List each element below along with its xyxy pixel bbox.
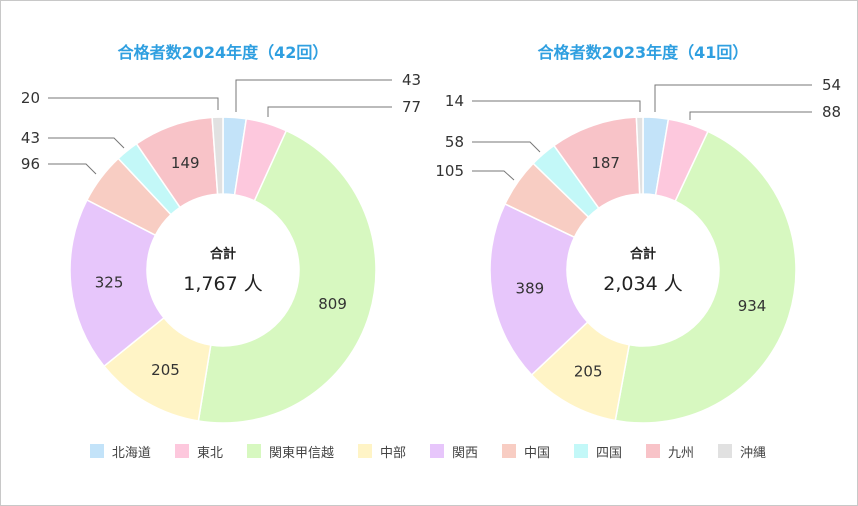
legend-swatch <box>174 444 189 458</box>
legend-item: 中国 <box>502 442 550 461</box>
legend-swatch <box>89 444 104 458</box>
data-label: 54 <box>822 76 841 94</box>
slice-関西 <box>69 198 165 368</box>
data-label: 96 <box>21 155 40 173</box>
data-label: 105 <box>435 162 464 180</box>
center-label: 合計 <box>630 246 656 262</box>
donut-chart-2: 合格者数2023年度（41回） 54 88 934 205 389 105 58 187 14 合計… <box>435 43 841 424</box>
legend-item: 中部 <box>357 442 406 461</box>
data-label: 809 <box>318 295 347 313</box>
legend-label: 中国 <box>524 445 551 461</box>
slice-関東甲信越 <box>614 130 797 424</box>
chart-title: 合格者数2024年度（42回） <box>118 43 329 62</box>
legend-swatch <box>246 444 261 458</box>
legend-item: 北海道 <box>89 442 151 461</box>
charts-svg: 合格者数2024年度（42回） 43 77 809 205 325 96 43 149 20 合計 1… <box>21 43 841 424</box>
slice-沖縄 <box>211 116 224 195</box>
legend-item: 沖縄 <box>718 442 766 461</box>
legend-item: 関西 <box>429 442 478 461</box>
leader-line <box>654 84 812 112</box>
legend-label: 関東甲信越 <box>268 445 334 461</box>
data-label: 149 <box>171 154 200 172</box>
legend-swatch <box>574 444 589 458</box>
leader-line <box>472 170 515 181</box>
data-label: 20 <box>21 89 40 107</box>
legend-swatch <box>718 444 733 458</box>
data-label: 205 <box>574 363 603 381</box>
donut-chart-1: 合格者数2024年度（42回） 43 77 809 205 325 96 43 149 20 合計 1… <box>21 43 421 424</box>
chart-title: 合格者数2023年度（41回） <box>538 43 749 62</box>
legend-label: 中部 <box>379 445 406 461</box>
leader-line <box>689 111 812 120</box>
leader-line <box>235 79 392 112</box>
data-label: 205 <box>151 361 180 379</box>
leader-line <box>48 163 97 175</box>
data-label: 389 <box>516 280 545 298</box>
slice-関東甲信越 <box>197 129 377 424</box>
legend-label: 関西 <box>451 445 478 461</box>
legend-item: 東北 <box>174 442 223 461</box>
legend-swatch <box>502 444 516 458</box>
slice-沖縄 <box>635 116 644 195</box>
center-total: 2,034 人 <box>603 273 682 295</box>
data-label: 325 <box>95 274 124 292</box>
legend-swatch <box>429 444 444 458</box>
legend-item: 九州 <box>646 442 694 461</box>
legend-item: 関東甲信越 <box>246 442 334 461</box>
leader-line <box>48 97 219 110</box>
data-label: 934 <box>738 297 767 315</box>
leader-line <box>48 137 125 149</box>
legend-swatch <box>357 444 372 458</box>
legend-label: 四国 <box>596 445 623 461</box>
legend-label: 九州 <box>668 445 695 461</box>
data-label: 43 <box>21 129 40 147</box>
slice-関西 <box>489 202 589 376</box>
legend: 北海道 東北 関東甲信越 中部 関西 中国 四国 九州 沖縄 <box>0 440 856 462</box>
legend-label: 東北 <box>196 445 223 461</box>
leader-line <box>267 106 392 117</box>
leader-line <box>472 141 541 153</box>
data-label: 58 <box>445 133 464 151</box>
data-label: 14 <box>445 92 464 110</box>
legend-swatch <box>646 444 661 458</box>
legend-label: 北海道 <box>111 445 151 461</box>
leader-line <box>472 100 641 112</box>
legend-item: 四国 <box>574 442 622 461</box>
legend-label: 沖縄 <box>740 445 767 461</box>
data-label: 77 <box>402 98 421 116</box>
center-total: 1,767 人 <box>183 273 262 295</box>
data-label: 187 <box>591 154 620 172</box>
data-label: 88 <box>822 103 841 121</box>
data-label: 43 <box>402 71 421 89</box>
center-label: 合計 <box>210 246 236 262</box>
